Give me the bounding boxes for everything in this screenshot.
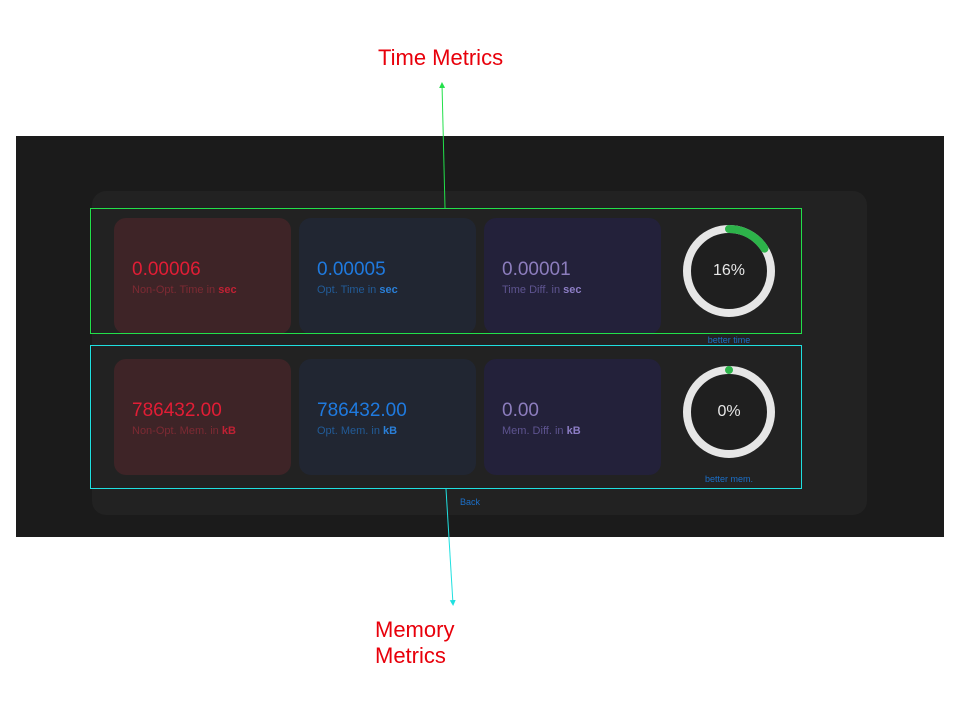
time-gauge: 16% xyxy=(681,223,777,319)
mem-diff-value: 0.00 xyxy=(502,400,539,421)
memory-arrow xyxy=(445,488,456,606)
time-metrics-annotation: Time Metrics xyxy=(378,45,504,70)
time-metrics-highlight-box xyxy=(90,208,802,334)
time-gauge-label: better time xyxy=(707,335,751,345)
mem-gauge-label: better mem. xyxy=(704,474,753,484)
non-opt-time-value: 0.00006 xyxy=(132,259,201,280)
mem-gauge-percent: 0% xyxy=(717,403,741,420)
non-opt-mem-value: 786432.00 xyxy=(132,400,222,421)
opt-time-card: 0.00005 Opt. Time in sec xyxy=(299,218,476,334)
time-gauge-percent: 16% xyxy=(712,262,746,279)
mem-diff-card: 0.00 Mem. Diff. in kB xyxy=(484,359,661,475)
time-diff-value: 0.00001 xyxy=(502,259,571,280)
back-link[interactable]: Back xyxy=(460,497,481,507)
non-opt-time-caption: Non-Opt. Time in sec xyxy=(132,284,237,296)
mem-gauge: 0% xyxy=(681,364,777,460)
mem-diff-caption: Mem. Diff. in kB xyxy=(502,425,581,437)
opt-time-value: 0.00005 xyxy=(317,259,386,280)
mem-gauge-progress xyxy=(683,366,775,458)
time-diff-card: 0.00001 Time Diff. in sec xyxy=(484,218,661,334)
non-opt-mem-card: 786432.00 Non-Opt. Mem. in kB xyxy=(114,359,291,475)
time-arrow xyxy=(439,82,446,209)
opt-mem-card: 786432.00 Opt. Mem. in kB xyxy=(299,359,476,475)
opt-mem-caption: Opt. Mem. in kB xyxy=(317,425,398,437)
non-opt-mem-caption: Non-Opt. Mem. in kB xyxy=(132,425,236,437)
opt-time-caption: Opt. Time in sec xyxy=(317,284,398,296)
memory-metrics-annotation: Memory Metrics xyxy=(375,617,455,668)
time-diff-caption: Time Diff. in sec xyxy=(502,284,582,296)
memory-metrics-highlight-box xyxy=(90,345,802,489)
time-gauge-progress xyxy=(683,225,775,317)
non-opt-time-card: 0.00006 Non-Opt. Time in sec xyxy=(114,218,291,334)
opt-mem-value: 786432.00 xyxy=(317,400,407,421)
